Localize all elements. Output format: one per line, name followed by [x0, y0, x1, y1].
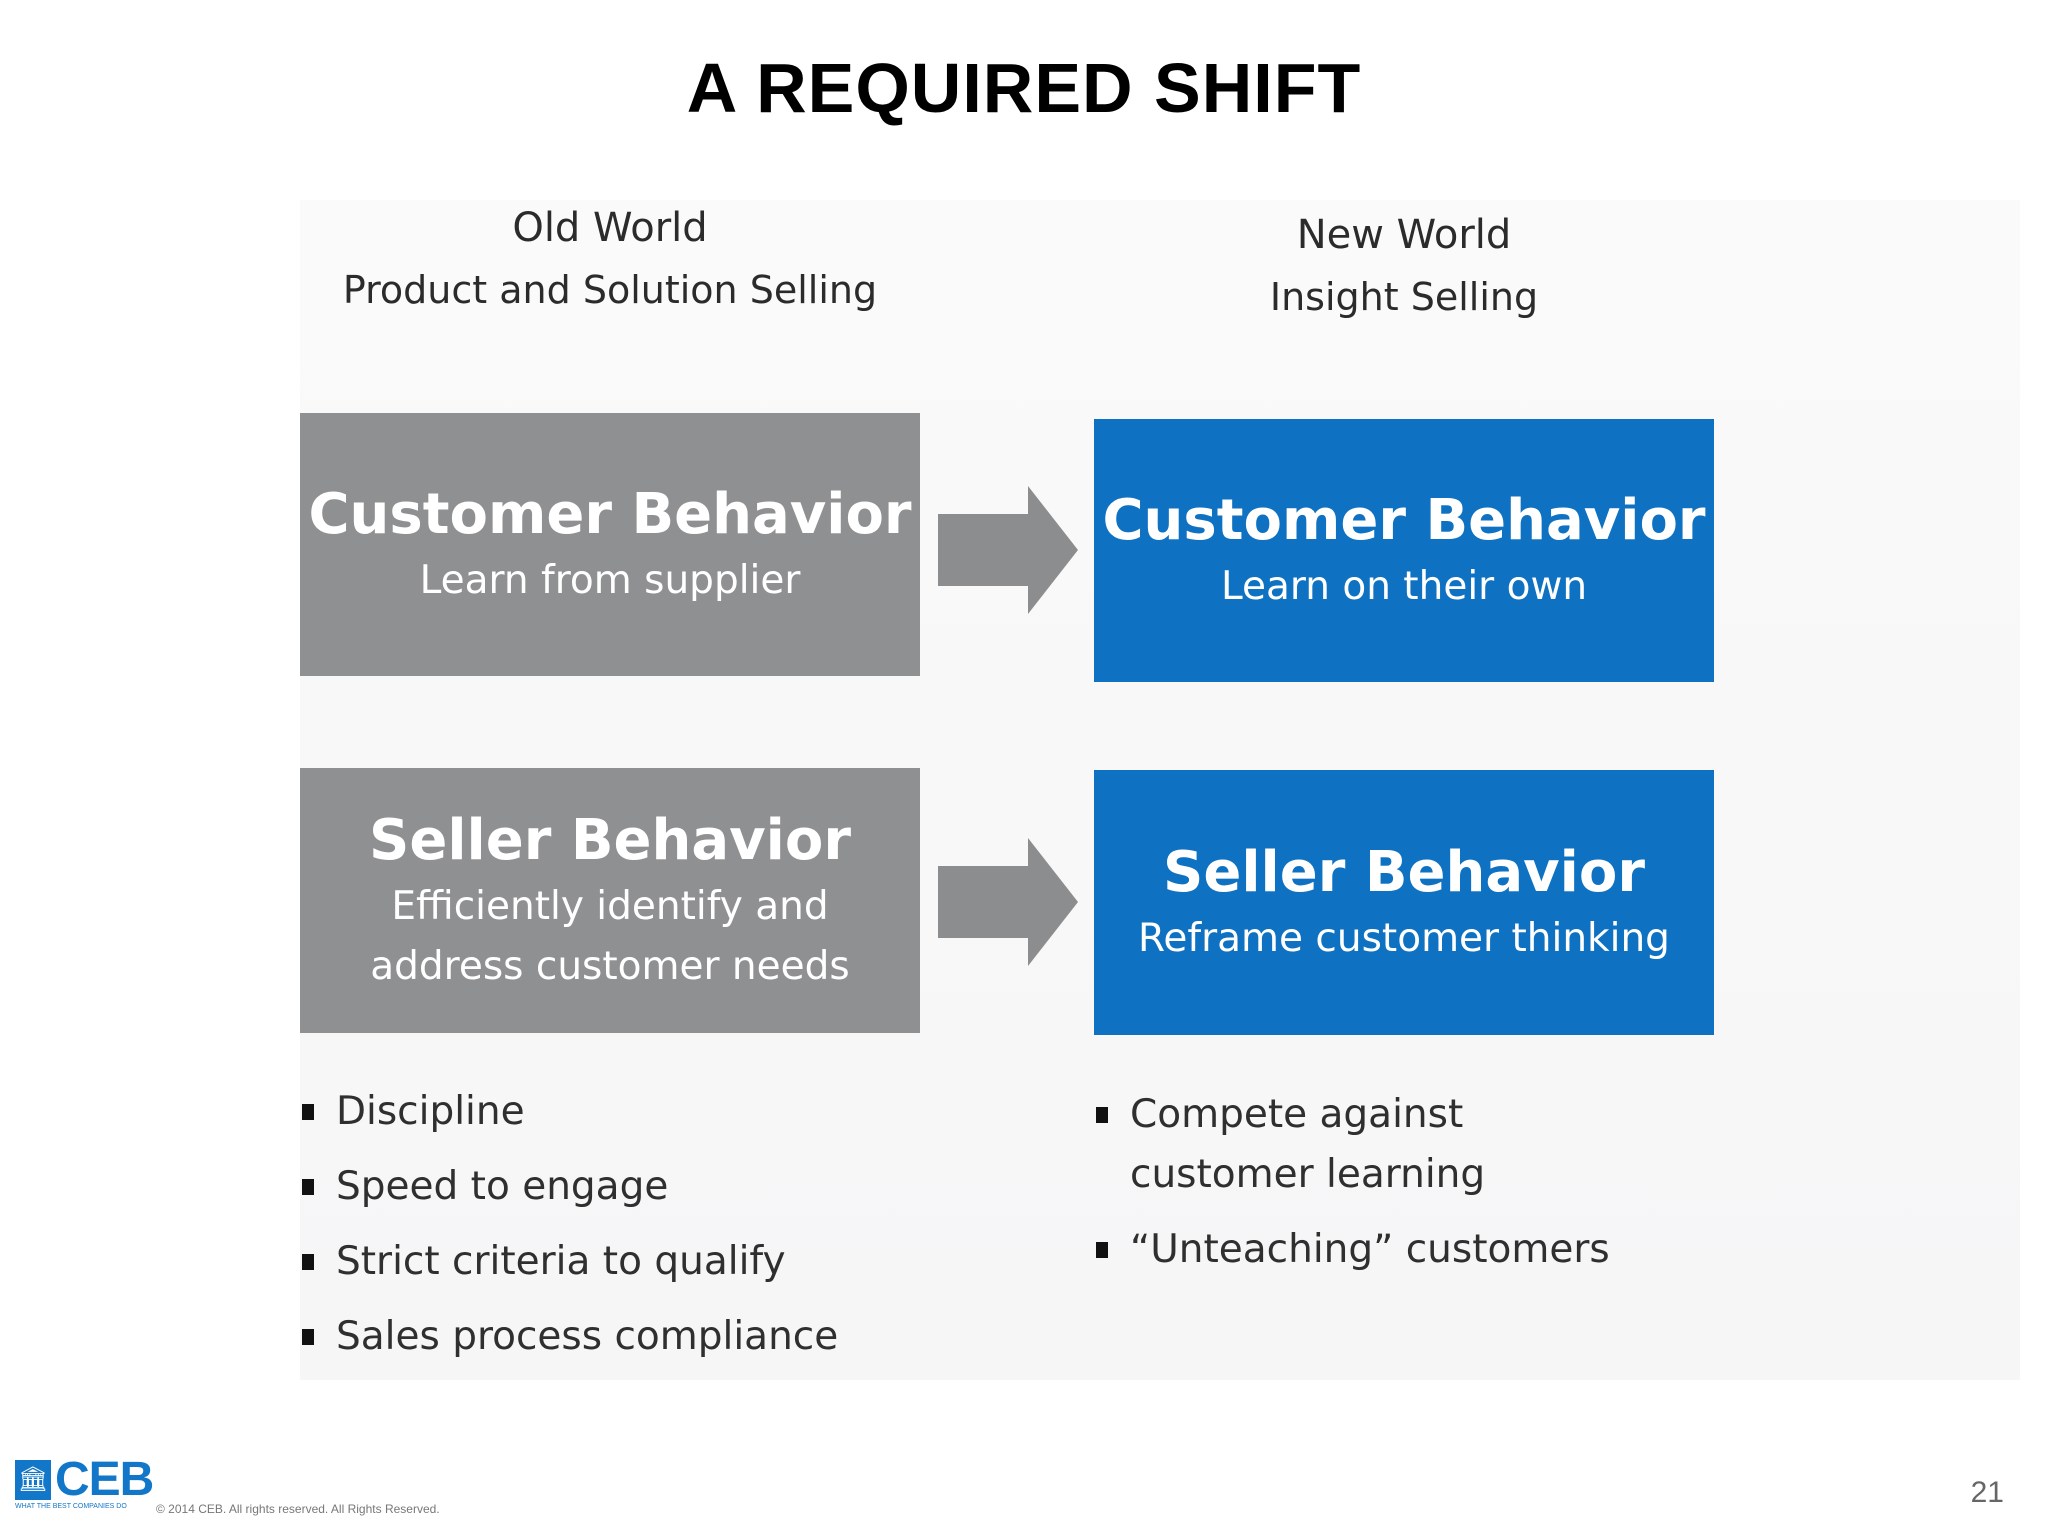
- new-seller-behavior-subtitle: Reframe customer thinking: [1138, 915, 1670, 961]
- new-customer-behavior-box: Customer Behavior Learn on their own: [1094, 419, 1714, 682]
- square-bullet-icon: [302, 1329, 314, 1345]
- new-seller-behavior-box: Seller Behavior Reframe customer thinkin…: [1094, 770, 1714, 1035]
- old-customer-behavior-title: Customer Behavior: [308, 481, 912, 547]
- old-world-subheading: Product and Solution Selling: [342, 268, 878, 312]
- new-world-heading: New World: [1296, 212, 1512, 258]
- page-number: 21: [1970, 1476, 2004, 1509]
- list-item: “Unteaching” customers: [1094, 1220, 1654, 1280]
- old-customer-behavior-subtitle: Learn from supplier: [419, 557, 801, 603]
- square-bullet-icon: [302, 1179, 314, 1195]
- square-bullet-icon: [1096, 1242, 1108, 1258]
- right-arrow-icon: [938, 486, 1078, 614]
- slide-title: A REQUIRED SHIFT: [686, 49, 1362, 127]
- logo-tagline: WHAT THE BEST COMPANIES DO: [15, 1503, 127, 1510]
- logo-text: CEB: [55, 1453, 154, 1506]
- list-item: Sales process compliance: [300, 1307, 920, 1367]
- copyright-text: © 2014 CEB. All rights reserved. All Rig…: [156, 1502, 440, 1516]
- old-customer-behavior-box: Customer Behavior Learn from supplier: [300, 413, 920, 676]
- new-world-bullet-list: Compete against customer learning “Untea…: [1094, 1085, 1654, 1295]
- old-world-heading: Old World: [512, 205, 708, 251]
- list-item: Compete against customer learning: [1094, 1085, 1654, 1205]
- square-bullet-icon: [1096, 1107, 1108, 1123]
- new-customer-behavior-title: Customer Behavior: [1102, 487, 1706, 553]
- new-world-subheading: Insight Selling: [1269, 275, 1539, 319]
- ceb-logo: 🏛︎ CEB: [15, 1452, 154, 1507]
- list-item: Discipline: [300, 1082, 920, 1142]
- old-world-header: Old World Product and Solution Selling: [300, 198, 920, 322]
- new-seller-behavior-title: Seller Behavior: [1163, 839, 1645, 905]
- old-world-bullet-list: Discipline Speed to engage Strict criter…: [300, 1082, 920, 1382]
- right-arrow-icon: [938, 838, 1078, 966]
- list-item: Speed to engage: [300, 1157, 920, 1217]
- old-seller-behavior-title: Seller Behavior: [369, 807, 851, 873]
- new-world-header: New World Insight Selling: [1094, 205, 1714, 329]
- square-bullet-icon: [302, 1104, 314, 1120]
- old-seller-behavior-subtitle: Efficiently identify and address custome…: [370, 883, 850, 989]
- list-item: Strict criteria to qualify: [300, 1232, 920, 1292]
- new-customer-behavior-subtitle: Learn on their own: [1220, 563, 1588, 609]
- square-bullet-icon: [302, 1254, 314, 1270]
- old-seller-behavior-box: Seller Behavior Efficiently identify and…: [300, 768, 920, 1033]
- ceb-building-icon: 🏛︎: [15, 1459, 51, 1500]
